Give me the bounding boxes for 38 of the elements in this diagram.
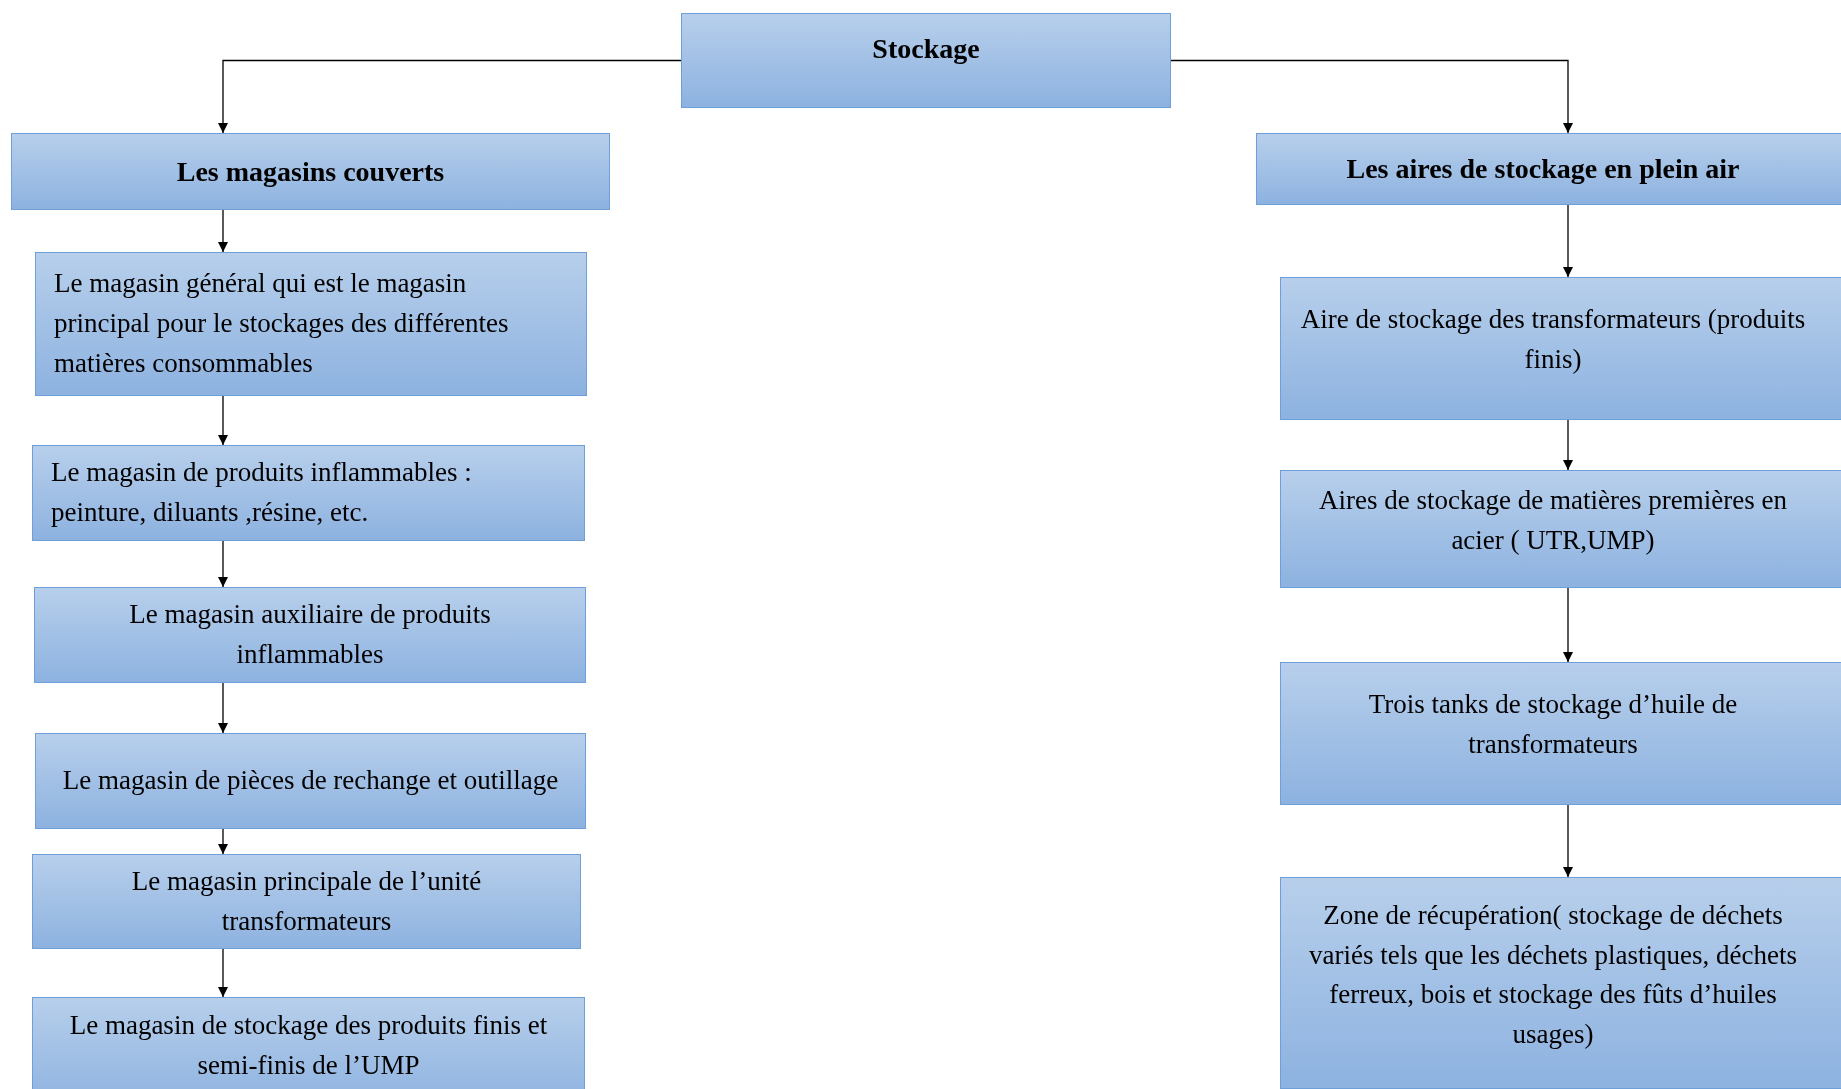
arrow: [1170, 59, 1573, 134]
box-text: Le magasin principale de l’unité transformateurs: [130, 864, 483, 938]
box-heading: Les magasins couverts: [175, 154, 446, 189]
arrow: [1563, 804, 1573, 878]
box-heading: Stockage: [871, 32, 981, 66]
box-text: Le magasin auxiliaire de produits inflammables: [128, 598, 492, 671]
arrow: [1563, 587, 1573, 663]
box-text: Aire de stockage des transformateurs (produits finis): [1299, 303, 1807, 376]
box-text: Trois tanks de stockage d’huile de transformateurs: [1367, 688, 1739, 761]
arrow: [218, 540, 228, 588]
arrow: [1563, 419, 1573, 471]
process-box: [1280, 470, 1841, 588]
box-heading: Les aires de stockage en plein air: [1345, 152, 1741, 187]
arrow: [218, 948, 228, 998]
process-box: [32, 445, 585, 541]
box-text: Le magasin de stockage des produits finis et semi-finis de l’UMP: [68, 1009, 549, 1082]
process-box: [1280, 662, 1841, 805]
arrow: [218, 209, 228, 253]
arrow: [1563, 204, 1573, 278]
process-box: [1280, 877, 1841, 1089]
process-box: [32, 997, 585, 1089]
process-box: [35, 733, 586, 829]
box-text: Le magasin de produits inflammables : peinture, diluants ,résine, etc.: [51, 456, 473, 529]
process-box: [35, 252, 587, 396]
process-box: [1256, 133, 1841, 205]
box-text: Aires de stockage de matières premières en acier ( UTR,UMP): [1318, 484, 1788, 557]
process-box: [681, 13, 1171, 108]
process-box: [11, 133, 610, 210]
arrow: [218, 59, 682, 134]
process-box: [1280, 277, 1841, 420]
box-text: Zone de récupération( stockage de déchets variés tels que les déchets plastiques, déchets ferreux, bois et stockage des fûts d’huiles usages): [1307, 899, 1799, 1052]
arrow: [218, 395, 228, 446]
process-box: [34, 587, 586, 683]
arrow: [218, 828, 228, 855]
box-text: Le magasin de pièces de rechange et outillage: [61, 764, 560, 798]
box-text: Le magasin général qui est le magasin principal pour le stockages des différentes matières consommables: [54, 267, 510, 380]
process-box: [32, 854, 581, 949]
arrow: [218, 682, 228, 734]
